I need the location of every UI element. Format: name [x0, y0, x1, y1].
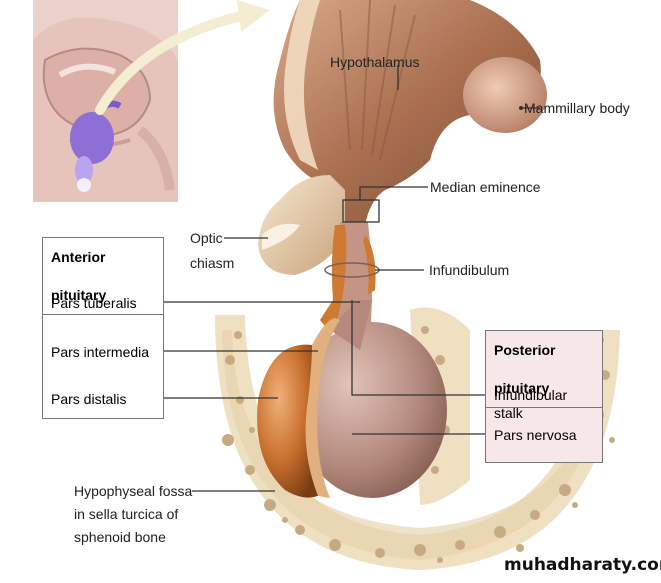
anterior-pituitary-box: Anterior pituitary Pars tuberalis Pars i… [42, 237, 164, 419]
optic-chiasm [258, 175, 345, 275]
hypothalamus [273, 0, 541, 225]
optic-chiasm-highlight [262, 223, 300, 250]
pars-intermedia [305, 318, 340, 498]
posterior-pituitary-title: Posterior pituitary [486, 331, 602, 408]
label-infundibular-stalk: Infundibular stalk [494, 387, 568, 421]
mammillary-body [463, 57, 547, 133]
label-pars-tuberalis: Pars tuberalis [51, 295, 137, 311]
label-infundibulum: Infundibulum [429, 262, 510, 278]
label-chiasm: chiasm [190, 255, 235, 271]
infundibular-stalk-base [330, 300, 372, 350]
zoom-arrow [95, 10, 250, 115]
label-pars-nervosa: Pars nervosa [494, 427, 577, 443]
label-mammillary-body: Mammillary body [524, 100, 630, 116]
label-optic: Optic [190, 230, 223, 246]
label-median-eminence: Median eminence [430, 179, 541, 195]
watermark: muhadharaty.com [504, 552, 661, 578]
anterior-pituitary-title: Anterior pituitary [43, 238, 163, 315]
mammillary-pointer [519, 106, 523, 110]
label-fossa-line1: Hypophyseal fossa [74, 483, 193, 499]
label-pars-intermedia: Pars intermedia [51, 344, 150, 360]
pars-distalis [257, 344, 320, 498]
label-hypothalamus: Hypothalamus [330, 54, 420, 70]
pars-tuberalis [320, 225, 347, 335]
label-fossa-line3: sphenoid bone [74, 529, 166, 545]
zoom-arrow-head [237, 0, 270, 32]
pars-nervosa [297, 322, 447, 498]
posterior-pituitary-box: Posterior pituitary Infundibular stalk P… [485, 330, 603, 463]
label-fossa-line2: in sella turcica of [74, 506, 179, 522]
label-pars-distalis: Pars distalis [51, 391, 127, 407]
